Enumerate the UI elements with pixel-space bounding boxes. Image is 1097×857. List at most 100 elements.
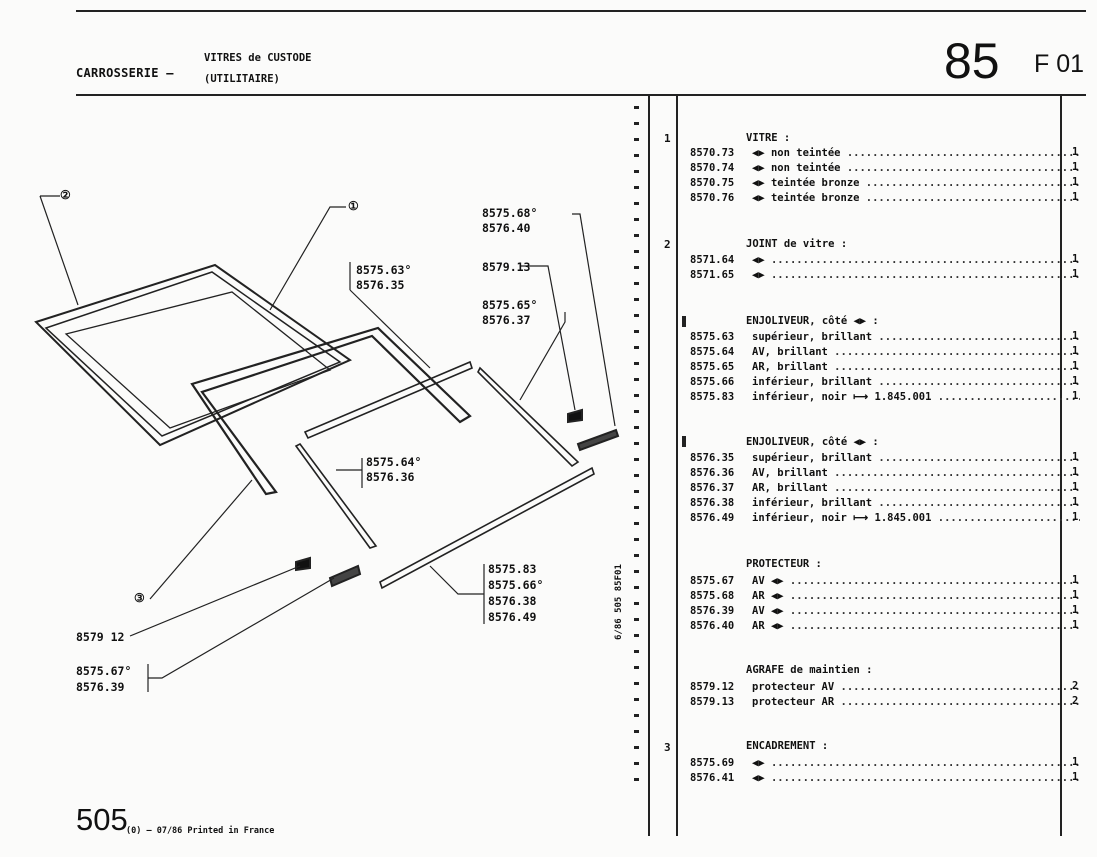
leader-dots: ........................................… — [789, 590, 1080, 602]
subtitle-line1: VITRES de CUSTODE — [204, 52, 312, 64]
callout-3: ③ — [134, 591, 145, 605]
part-ref: 8576.41 — [690, 772, 735, 784]
leader-dots: ........................................… — [846, 147, 1080, 159]
part-qty: 1 — [1072, 191, 1079, 203]
heading-encadrement: ENCADREMENT : — [746, 740, 829, 752]
callout-2: ② — [60, 188, 71, 202]
part-desc: ◀▶ teintée bronze — [752, 192, 860, 204]
part-ref: 8575.83 — [690, 391, 735, 403]
part-qty: 1 — [1072, 604, 1079, 616]
part-ref: 8576.40 — [690, 620, 735, 632]
margin-tick — [634, 650, 639, 653]
heading-protecteur: PROTECTEUR : — [746, 558, 822, 570]
leader-trim-top — [349, 262, 431, 369]
part-desc: AR ◀▶ — [752, 620, 784, 632]
margin-tick — [634, 346, 639, 349]
margin-tick — [634, 586, 639, 589]
part-desc: AV, brillant — [752, 467, 828, 479]
margin-tick — [634, 570, 639, 573]
trim-top — [303, 360, 473, 440]
part-row: 8570.76◀▶ teintée bronze ...............… — [690, 191, 1080, 205]
part-row: 8575.69◀▶ ..............................… — [690, 756, 1080, 770]
margin-tick — [634, 250, 639, 253]
callout-1: ① — [348, 199, 359, 213]
leader-trim-front — [336, 458, 363, 488]
label-8576-49: 8576.49 — [488, 610, 537, 624]
leader-dots: ........................................… — [770, 772, 1080, 784]
margin-tick — [634, 538, 639, 541]
margin-tick — [634, 266, 639, 269]
part-qty: 1 — [1072, 496, 1079, 508]
leader-dots: ........................................… — [789, 620, 1080, 632]
section-title: CARROSSERIE – — [76, 66, 174, 80]
margin-tick — [634, 490, 639, 493]
part-ref: 8576.36 — [690, 467, 735, 479]
margin-tick — [634, 634, 639, 637]
leader-protector-rear — [572, 213, 616, 427]
trim-bottom — [379, 466, 595, 590]
margin-tick — [634, 426, 639, 429]
margin-tick — [634, 138, 639, 141]
part-qty: 1 — [1072, 481, 1079, 493]
part-desc: supérieur, brillant — [752, 331, 873, 343]
margin-tick — [634, 474, 639, 477]
protector-rear — [576, 428, 620, 452]
column-rule-1 — [648, 96, 650, 836]
margin-tick — [634, 218, 639, 221]
part-desc: AV, brillant — [752, 346, 828, 358]
margin-tick — [634, 330, 639, 333]
part-ref: 8570.73 — [690, 147, 735, 159]
label-8575-83: 8575.83 — [488, 562, 537, 576]
heading-enjoliveur-2: ENJOLIVEUR, côté ◀▶ : — [746, 436, 879, 448]
part-row: 8570.74◀▶ non teintée ..................… — [690, 161, 1080, 175]
part-ref: 8576.38 — [690, 497, 735, 509]
group-number-3: 3 — [664, 741, 671, 754]
part-ref: 8576.39 — [690, 605, 735, 617]
leader-dots: ........................................… — [789, 605, 1080, 617]
part-qty: 1 — [1072, 146, 1079, 158]
part-row: 8576.41 ◀▶ ..............................… — [690, 771, 1080, 785]
label-8575-63: 8575.63° — [356, 263, 412, 277]
leader-dots: ........................................… — [878, 331, 1080, 343]
part-qty: 2 — [1072, 680, 1079, 692]
header-rule — [76, 94, 1086, 96]
leader-dots: ........................................… — [789, 575, 1080, 587]
label-8575-64: 8575.64° — [366, 455, 422, 469]
margin-tick — [634, 522, 639, 525]
margin-tick — [634, 410, 639, 413]
part-row: 8576.40 AR ◀▶ ...........................… — [690, 619, 1080, 633]
part-qty: 1 — [1072, 589, 1079, 601]
part-desc: protecteur AR — [752, 696, 835, 708]
glass-outline — [44, 271, 342, 437]
part-ref: 8570.74 — [690, 162, 735, 174]
leader-dots: ........................................… — [834, 361, 1080, 373]
margin-tick — [634, 234, 639, 237]
frame — [190, 326, 472, 496]
part-desc: ◀▶ — [752, 757, 765, 769]
part-ref: 8571.64 — [690, 254, 735, 266]
leader-trim-rear — [519, 312, 566, 401]
margin-tick — [634, 170, 639, 173]
margin-tick — [634, 602, 639, 605]
part-desc: ◀▶ — [752, 772, 765, 784]
margin-tick — [634, 714, 639, 717]
part-qty: 1 — [1072, 375, 1079, 387]
part-desc: inférieur, brillant — [752, 497, 873, 509]
part-row: 8571.64◀▶ ..............................… — [690, 253, 1080, 267]
label-8576-36: 8576.36 — [366, 470, 415, 484]
margin-tick — [634, 106, 639, 109]
leader-dots: ........................................… — [840, 696, 1081, 708]
page-code: F 01 — [1034, 50, 1085, 78]
exploded-diagram — [34, 195, 620, 692]
change-marker — [682, 316, 686, 327]
column-rule-3 — [1060, 96, 1062, 836]
part-desc: AV ◀▶ — [752, 575, 784, 587]
part-desc: ◀▶ teintée bronze — [752, 177, 860, 189]
leader-dots: ........................................… — [770, 269, 1080, 281]
